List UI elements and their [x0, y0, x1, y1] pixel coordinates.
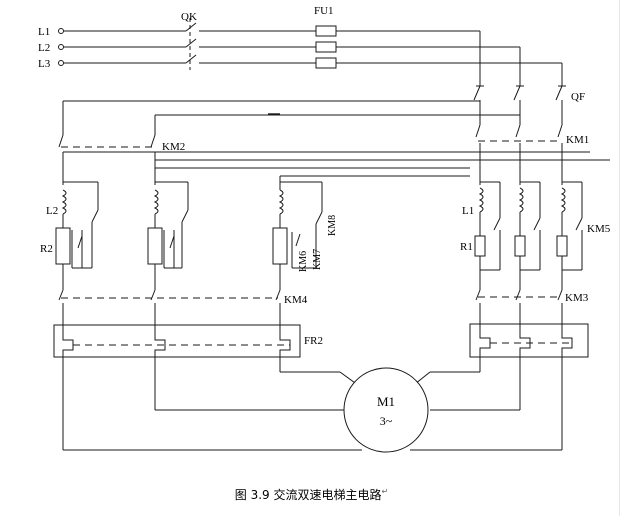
figure-caption: 图 3.9 交流双速电梯主电路↵ — [0, 486, 623, 503]
label-qk: QK — [181, 11, 197, 23]
caption-text: 图 3.9 交流双速电梯主电路 — [234, 488, 382, 502]
km1-contacts — [475, 124, 563, 185]
qf-breaker — [473, 85, 566, 125]
label-l2: L2 — [38, 42, 50, 54]
motor-m1: M1 3~ — [343, 367, 429, 453]
label-inductor-l2: L2 — [46, 205, 58, 217]
upper-bus — [62, 100, 520, 135]
label-km7: KM7 — [312, 249, 323, 270]
label-km4: KM4 — [284, 294, 308, 306]
right-winding-group — [474, 181, 583, 290]
motor-phase-label: 3~ — [380, 414, 393, 428]
motor-wiring — [62, 357, 563, 451]
km3-contacts — [475, 289, 563, 328]
label-fr2: FR2 — [304, 335, 323, 347]
left-winding-group — [55, 181, 323, 290]
label-km8: KM8 — [327, 215, 338, 236]
label-resistor-r2: R2 — [40, 243, 53, 255]
label-resistor-r1: R1 — [460, 241, 473, 253]
supply-lines — [58, 18, 563, 86]
label-qf: QF — [571, 91, 585, 103]
label-km6: KM6 — [298, 251, 309, 272]
label-km2: KM2 — [162, 141, 185, 153]
motor-name-label: M1 — [377, 394, 395, 409]
km2-contacts — [58, 134, 610, 190]
fr2-relay — [53, 324, 301, 358]
label-km5: KM5 — [587, 223, 611, 235]
label-fu1: FU1 — [314, 5, 334, 17]
label-l1: L1 — [38, 26, 50, 38]
labels: L1 L2 L3 QK FU1 QF KM1 KM2 KM3 KM4 KM5 K… — [38, 5, 611, 347]
label-km1: KM1 — [566, 134, 589, 146]
page-edge — [619, 0, 623, 516]
right-relay — [469, 323, 589, 358]
label-km3: KM3 — [565, 292, 589, 304]
label-l3: L3 — [38, 58, 51, 70]
label-inductor-l1: L1 — [462, 205, 474, 217]
caption-return-mark: ↵ — [381, 487, 389, 496]
km4-contacts — [58, 289, 281, 330]
